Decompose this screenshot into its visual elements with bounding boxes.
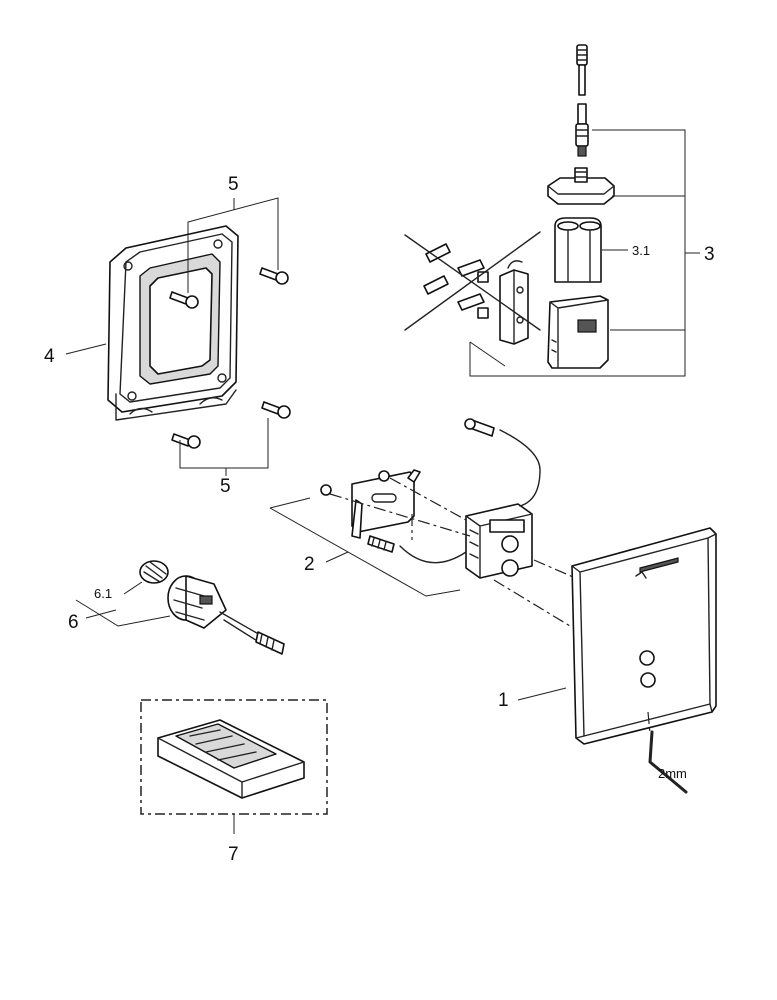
callout-3-1: 3.1 xyxy=(632,243,650,258)
leader-4 xyxy=(65,343,107,355)
valve-body xyxy=(167,575,227,629)
leader-6-1 xyxy=(123,581,143,595)
sensor-window-bottom xyxy=(640,672,656,688)
leader-6 xyxy=(75,599,171,627)
part-2-electronics-module: 2 xyxy=(269,418,581,627)
part-3-battery-housing-assembly: 3.1 3 xyxy=(404,44,715,377)
cross-out-line-a xyxy=(404,234,541,331)
callout-4: 4 xyxy=(44,346,55,367)
leader-group-3 xyxy=(469,129,686,377)
leader-5-top xyxy=(187,197,279,293)
battery-3-1 xyxy=(554,217,602,283)
cross-out-line-b xyxy=(404,231,541,331)
callout-5-top: 5 xyxy=(228,174,239,195)
mounting-bracket-with-screws xyxy=(423,243,529,345)
leader-1 xyxy=(517,687,567,701)
screw-small-a xyxy=(320,484,332,496)
screw-small-b xyxy=(378,470,390,482)
sensor-window-top xyxy=(639,650,655,666)
callout-3: 3 xyxy=(704,244,715,265)
callout-2: 2 xyxy=(304,554,315,575)
callout-5-bottom: 5 xyxy=(220,476,231,497)
callout-6-1: 6.1 xyxy=(94,586,112,601)
battery-lid xyxy=(547,167,615,205)
part-6-connector-with-filter: 6.1 6 xyxy=(68,560,285,655)
leader-5-bottom xyxy=(179,418,269,469)
leader-group-2 xyxy=(269,497,461,597)
cable-connector-top xyxy=(575,44,589,157)
battery-housing xyxy=(547,295,609,369)
part-7-remote-control: 7 xyxy=(140,699,328,865)
callout-7: 7 xyxy=(228,844,239,865)
tool-size-label: 2mm xyxy=(658,766,687,781)
part-4-mounting-frame: 5 5 4 xyxy=(44,174,291,497)
callout-6: 6 xyxy=(68,612,79,633)
part-1-cover-plate: 1 2mm xyxy=(498,527,717,794)
hex-key-icon xyxy=(648,730,688,794)
leader-2 xyxy=(325,551,349,563)
callout-1: 1 xyxy=(498,690,509,711)
screw-5-bottom-left xyxy=(171,433,191,447)
